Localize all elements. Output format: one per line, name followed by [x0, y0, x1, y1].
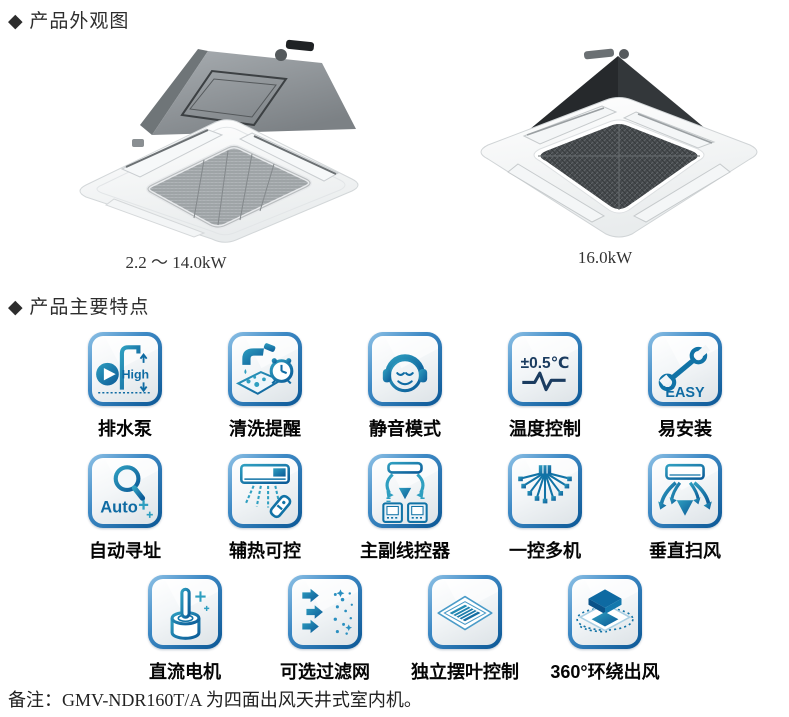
easy-install-text: EASY	[665, 385, 705, 401]
feature-optional-filter: 可选过滤网	[255, 575, 395, 684]
feature-quiet-mode: 静音模式	[335, 332, 475, 441]
feature-one-control-multi-unit: 一控多机	[475, 454, 615, 563]
feature-label: 自动寻址	[89, 541, 161, 561]
cleaning-reminder-icon	[235, 343, 294, 395]
feature-drain-pump: High 排水泵	[55, 332, 195, 441]
feature-label: 温度控制	[509, 419, 581, 439]
feature-label: 易安装	[658, 419, 712, 439]
feature-easy-install: EASY 易安装	[615, 332, 755, 441]
auxiliary-heat-icon	[239, 463, 292, 519]
feature-cleaning-reminder: 清洗提醒	[195, 332, 335, 441]
feature-independent-louver: 独立摆叶控制	[395, 575, 535, 684]
temperature-control-text: ±0.5℃	[521, 355, 570, 372]
vertical-swing-icon	[658, 463, 712, 516]
features-heading: ◆ 产品主要特点	[8, 297, 150, 318]
feature-temperature-control: ±0.5℃ 温度控制	[475, 332, 615, 441]
feature-label: 直流电机	[149, 662, 221, 682]
dc-motor-icon	[170, 587, 210, 640]
feature-auto-addressing: Auto 自动寻址	[55, 454, 195, 563]
feature-label: 辅热可控	[229, 541, 301, 561]
feature-master-slave-controller: 主副线控器	[335, 454, 475, 563]
feature-label: 垂直扫风	[649, 541, 721, 561]
easy-install-icon: EASY	[658, 344, 711, 401]
feature-label: 主副线控器	[360, 541, 450, 561]
features-row-3: 直流电机	[115, 575, 675, 684]
auto-addressing-text: Auto	[100, 499, 138, 517]
product-caption-small: 2.2 ～ 14.0kW	[125, 253, 227, 272]
product-image-large-cassette	[480, 48, 758, 238]
surround-airflow-icon	[576, 589, 634, 633]
feature-label: 静音模式	[369, 419, 441, 439]
feature-label: 独立摆叶控制	[411, 662, 519, 682]
one-control-multi-unit-icon	[518, 465, 572, 504]
product-image-small-cassette	[79, 39, 359, 243]
feature-vertical-swing: 垂直扫风	[615, 454, 755, 563]
feature-label: 可选过滤网	[280, 662, 370, 682]
features-row-2: Auto 自动寻址	[55, 454, 755, 563]
independent-louver-icon	[437, 595, 493, 631]
auto-addressing-icon: Auto	[100, 465, 153, 518]
feature-label: 一控多机	[509, 541, 581, 561]
master-slave-controller-icon	[382, 461, 428, 523]
optional-filter-icon	[302, 588, 353, 638]
feature-label: 清洗提醒	[229, 419, 301, 439]
footnote: 备注：GMV-NDR160T/A 为四面出风天井式室内机。	[8, 690, 422, 710]
drain-pump-icon: High	[96, 345, 152, 394]
quiet-mode-icon	[382, 354, 428, 393]
features-row-1: High 排水泵	[55, 332, 755, 441]
feature-auxiliary-heat: 辅热可控	[195, 454, 335, 563]
feature-surround-airflow: 360°环绕出风	[535, 575, 675, 684]
drain-pump-text: High	[122, 367, 149, 381]
feature-label: 排水泵	[98, 419, 152, 439]
feature-label: 360°环绕出风	[550, 662, 660, 682]
appearance-heading: ◆ 产品外观图	[8, 11, 130, 32]
product-caption-large: 16.0kW	[577, 248, 633, 267]
temperature-control-icon: ±0.5℃	[521, 355, 570, 392]
feature-dc-motor: 直流电机	[115, 575, 255, 684]
